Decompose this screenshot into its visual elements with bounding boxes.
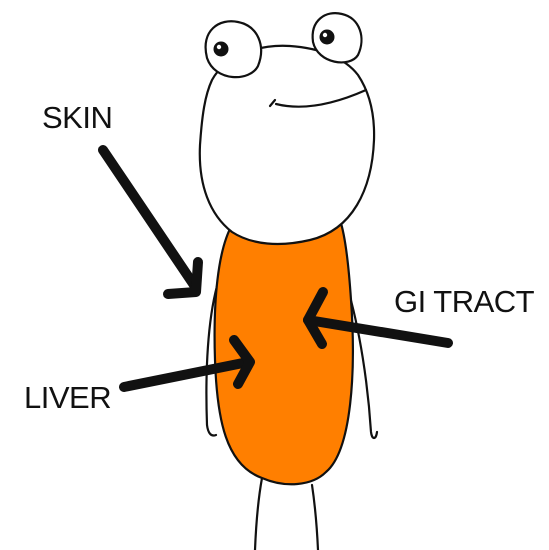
- gi-tract-label: GI TRACT: [394, 286, 534, 317]
- torso-body: [215, 220, 353, 484]
- left-pupil: [214, 42, 229, 57]
- right-pupil-highlight: [323, 33, 327, 37]
- liver-label: LIVER: [24, 382, 111, 413]
- left-leg-outline: [255, 478, 262, 550]
- right-pupil: [320, 30, 335, 45]
- left-pupil-highlight: [217, 45, 221, 49]
- skin-label: SKIN: [42, 102, 112, 133]
- right-leg-outline: [312, 485, 318, 550]
- skin-arrow-icon: [103, 150, 198, 294]
